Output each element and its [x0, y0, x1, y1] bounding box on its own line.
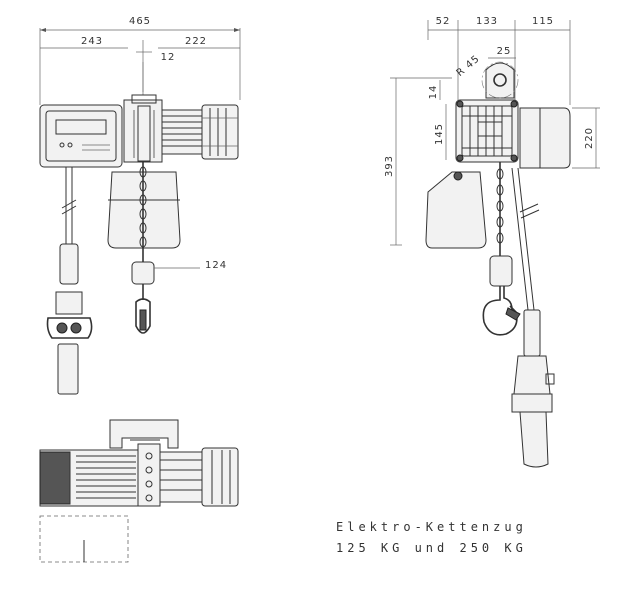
side-motor [519, 107, 571, 169]
side-housing [455, 99, 519, 163]
dim-side-body: 145 [434, 123, 445, 145]
front-dimensions: 465 243 222 12 [39, 16, 241, 105]
hook-block: 124 [131, 260, 227, 334]
dim-side-top-left: 52 [436, 16, 451, 27]
load-chain [139, 162, 147, 262]
title-line-2: 125 KG und 250 KG [336, 541, 527, 555]
chain-bag [107, 171, 181, 249]
drawing-title: Elektro-Kettenzug 125 KG und 250 KG [336, 520, 527, 555]
dim-side-top-mid: 133 [476, 16, 498, 27]
dim-side-radius: R 45 [455, 53, 483, 79]
control-box [39, 104, 123, 168]
dim-front-shaft: 12 [161, 52, 176, 63]
dim-side-top-right: 115 [532, 16, 554, 27]
side-load-chain [496, 162, 504, 256]
title-line-1: Elektro-Kettenzug [336, 520, 527, 534]
dim-front-total: 465 [129, 16, 151, 27]
side-pendant [511, 167, 555, 468]
dim-front-hook: 124 [205, 260, 227, 271]
gear-housing [123, 94, 163, 163]
top-view [39, 419, 239, 563]
pendant-control [46, 167, 93, 395]
motor-fins [161, 104, 239, 160]
dim-side-offset: 25 [497, 46, 512, 57]
suspension-eye [481, 61, 519, 99]
dim-front-left: 243 [81, 36, 103, 47]
dim-side-motor: 220 [584, 127, 595, 149]
dim-front-right: 222 [185, 36, 207, 47]
side-chain-bag [425, 171, 487, 249]
front-view: 465 243 222 12 [39, 16, 241, 395]
dim-side-small: 14 [428, 85, 439, 100]
side-hook [482, 255, 521, 336]
dim-side-height: 393 [384, 155, 395, 177]
side-view: 52 133 115 25 R 45 393 14 145 220 [384, 16, 600, 468]
